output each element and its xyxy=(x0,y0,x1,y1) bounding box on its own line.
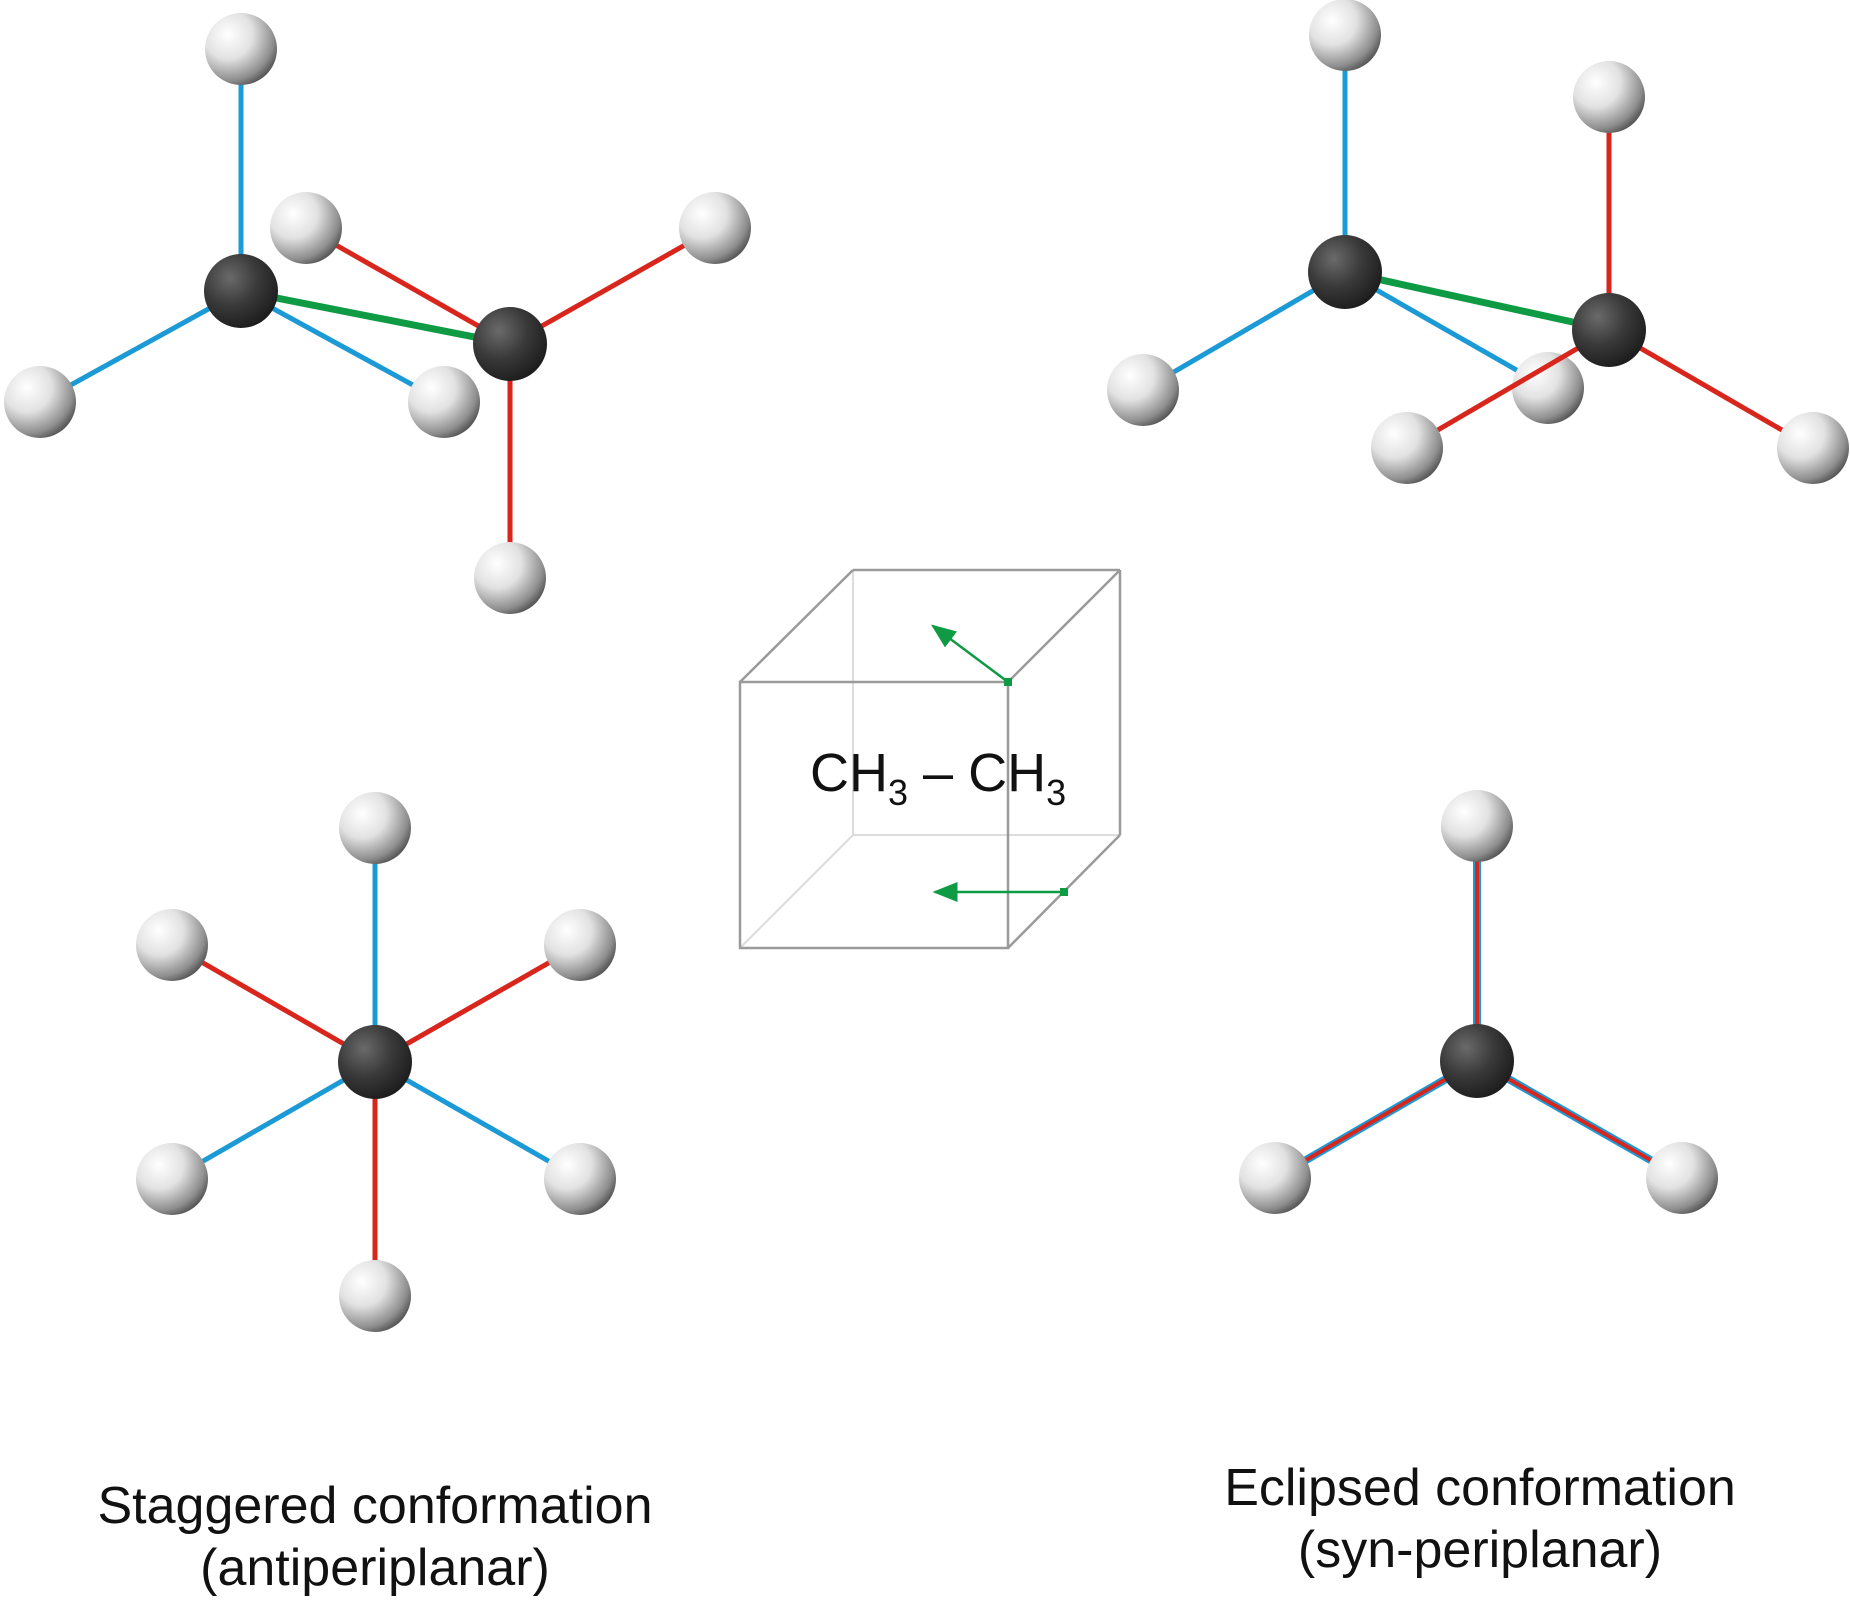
staggered-caption: Staggered conformation (antiperiplanar) xyxy=(25,1475,725,1599)
hydrogen-atom xyxy=(1646,1142,1718,1214)
hydrogen-atom xyxy=(544,909,616,981)
hydrogen-atom xyxy=(1573,61,1645,133)
front-bond xyxy=(38,288,243,405)
formula-left-group: CH xyxy=(810,743,888,803)
cube-edge xyxy=(1007,569,1121,683)
cube-front-face xyxy=(738,680,1010,950)
rotation-cube xyxy=(738,568,1122,950)
back-bond xyxy=(1476,1059,1683,1180)
arrow-origin-marker xyxy=(1004,678,1012,686)
carbon-atom xyxy=(338,1025,412,1099)
hydrogen-atom xyxy=(1441,790,1513,862)
back-bond xyxy=(1607,327,1815,451)
carbon-carbon-bond xyxy=(240,287,511,348)
back-bond xyxy=(373,942,582,1065)
hydrogen-atom xyxy=(136,1143,208,1215)
cube-hidden-edge xyxy=(739,834,854,949)
hydrogen-atom xyxy=(4,366,76,438)
staggered-caption-line1: Staggered conformation xyxy=(97,1477,653,1535)
carbon-atom xyxy=(204,254,278,328)
staggered-3d-model xyxy=(4,13,751,614)
back-bond xyxy=(508,225,717,347)
hydrogen-atom xyxy=(205,13,277,85)
hydrogen-atom xyxy=(1512,352,1584,424)
formula-dash: – xyxy=(923,743,954,803)
staggered-newman-projection xyxy=(136,792,616,1332)
carbon-carbon-bond xyxy=(1344,268,1610,334)
formula-left-subscript: 3 xyxy=(888,772,909,813)
arrow-origin-marker xyxy=(1060,888,1068,896)
carbon-atom xyxy=(1308,235,1382,309)
carbon-atom xyxy=(473,307,547,381)
back-bond xyxy=(304,225,512,347)
hydrogen-atom xyxy=(1239,1142,1311,1214)
eclipsed-caption: Eclipsed conformation (syn-periplanar) xyxy=(1130,1457,1830,1581)
back-bond xyxy=(1273,1059,1479,1180)
formula-right-subscript: 3 xyxy=(1046,772,1067,813)
staggered-caption-line2: (antiperiplanar) xyxy=(200,1539,550,1597)
eclipsed-caption-line1: Eclipsed conformation xyxy=(1224,1459,1736,1517)
hydrogen-atom xyxy=(339,792,411,864)
carbon-atom xyxy=(1572,293,1646,367)
back-bond xyxy=(170,942,377,1065)
hydrogen-atom xyxy=(136,909,208,981)
ethane-formula: CH3 – CH3 xyxy=(810,742,1066,814)
front-bond xyxy=(1343,269,1550,391)
hydrogen-atom xyxy=(1107,354,1179,426)
hydrogen-atom xyxy=(1371,412,1443,484)
hydrogen-atom xyxy=(544,1143,616,1215)
front-bond xyxy=(373,1059,582,1182)
rotation-arrow xyxy=(930,624,1009,684)
formula-right-group: CH xyxy=(968,743,1047,803)
hydrogen-atom xyxy=(474,542,546,614)
hydrogen-atom xyxy=(1777,412,1849,484)
hydrogen-atom xyxy=(408,366,480,438)
eclipsed-caption-line2: (syn-periplanar) xyxy=(1297,1521,1663,1579)
back-bond xyxy=(1405,327,1611,451)
eclipsed-newman-projection xyxy=(1239,790,1718,1214)
eclipsed-3d-model xyxy=(1107,0,1849,484)
hydrogen-atom xyxy=(679,192,751,264)
hydrogen-atom xyxy=(270,192,342,264)
hydrogen-atom xyxy=(1309,0,1381,71)
front-bond xyxy=(170,1059,377,1182)
cube-edge xyxy=(739,569,854,683)
front-bond xyxy=(239,288,446,405)
hydrogen-atom xyxy=(339,1260,411,1332)
carbon-atom xyxy=(1440,1024,1514,1098)
front-bond xyxy=(1141,269,1347,393)
